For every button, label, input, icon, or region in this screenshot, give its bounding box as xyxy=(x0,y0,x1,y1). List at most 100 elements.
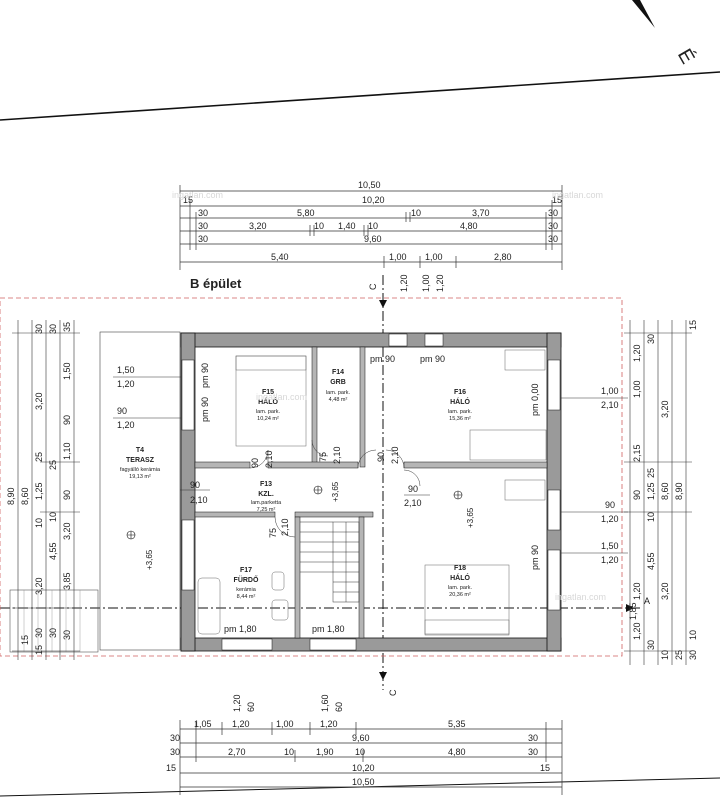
section-lines xyxy=(0,275,640,690)
bottom-dim: 10 xyxy=(355,747,365,757)
bottom-dim: 1,20 xyxy=(320,719,338,729)
right-dim: 10 xyxy=(660,650,670,660)
top-dim-overall: 10,50 xyxy=(358,180,381,190)
left-dim: 15 xyxy=(34,645,44,655)
bottom-dim: 1,90 xyxy=(316,747,334,757)
window-note: 1,50 xyxy=(117,365,135,375)
right-dim: 1,25 xyxy=(646,482,656,500)
door-swings xyxy=(249,439,421,538)
left-dim: 4,55 xyxy=(48,542,58,560)
left-dim: 3,20 xyxy=(34,392,44,410)
bottom-opening-dim: 60 xyxy=(246,702,256,712)
parapet-note: pm 0,00 xyxy=(530,383,540,416)
left-dim: 15 xyxy=(20,635,30,645)
svg-text:F18: F18 xyxy=(454,565,466,572)
parapet-note: pm 90 xyxy=(530,545,540,570)
door-note: 75 xyxy=(318,452,328,462)
room-f14: F14 GRB lam. park. 4,48 m² xyxy=(326,369,351,403)
svg-text:F15: F15 xyxy=(262,389,274,396)
door-note: 2,10 xyxy=(390,446,400,464)
left-dim: 10 xyxy=(34,518,44,528)
watermark: ingatlan.com xyxy=(555,592,606,602)
bottom-dim: 15 xyxy=(166,763,176,773)
top-dim: 10 xyxy=(368,221,378,231)
toilet-icon xyxy=(271,571,285,591)
window-note-lines xyxy=(113,376,628,554)
right-dim: 1,00 xyxy=(632,380,642,398)
svg-text:4,48 m²: 4,48 m² xyxy=(329,397,348,403)
right-dim: 10 xyxy=(646,512,656,522)
left-dim: 25 xyxy=(48,460,58,470)
window-note: 1,20 xyxy=(601,555,619,565)
door-note: 2,10 xyxy=(404,498,422,508)
room-f15: F15 HÁLÓ lam. park. 10,24 m² xyxy=(256,389,281,422)
top-dimension-lines xyxy=(179,185,563,270)
right-dim: 15 xyxy=(688,320,698,330)
top-dim: 5,80 xyxy=(297,208,315,218)
level-label: +3,65 xyxy=(145,549,154,570)
svg-text:HÁLÓ: HÁLÓ xyxy=(450,397,470,406)
level-label: +3,65 xyxy=(331,481,340,502)
bottom-dim: 10 xyxy=(284,747,294,757)
bottom-dim: 2,70 xyxy=(228,747,246,757)
window-note: 1,50 xyxy=(601,541,619,551)
top-opening-dim: 1,20 xyxy=(399,274,409,292)
left-dim: 10 xyxy=(48,512,58,522)
parapet-note: pm 1,80 xyxy=(224,624,257,634)
svg-text:lam. park.: lam. park. xyxy=(326,390,351,396)
top-dim: 3,20 xyxy=(249,221,267,231)
left-dim: 30 xyxy=(62,630,72,640)
window-note: 1,85 xyxy=(628,602,638,620)
svg-text:fagyálló kerámia: fagyálló kerámia xyxy=(120,467,161,473)
left-dim: 90 xyxy=(62,415,72,425)
bottom-dim: 30 xyxy=(170,747,180,757)
door-note: 90 xyxy=(190,480,200,490)
room-t4: T4 TERASZ fagyálló kerámia 19,13 m² xyxy=(120,447,161,480)
top-dim: 4,80 xyxy=(460,221,478,231)
door-note: 90 xyxy=(376,452,386,462)
section-arrow-icon xyxy=(379,300,387,308)
top-dim: 30 xyxy=(548,208,558,218)
bed-f18 xyxy=(424,564,510,636)
left-dim: 8,90 xyxy=(6,487,16,505)
left-dim: 90 xyxy=(62,490,72,500)
parapet-note: pm 90 xyxy=(200,397,210,422)
watermark: ingatlan.com xyxy=(256,392,307,402)
sink-icon xyxy=(271,599,289,621)
right-dim: 8,90 xyxy=(674,482,684,500)
right-dim: 30 xyxy=(646,640,656,650)
section-mark-a: A xyxy=(644,596,650,606)
left-dim: 3,20 xyxy=(62,522,72,540)
desk-f18 xyxy=(504,479,546,501)
bottom-dim: 5,35 xyxy=(448,719,466,729)
top-dim: 15 xyxy=(183,195,193,205)
window-note: 1,20 xyxy=(117,420,135,430)
bottom-dim: 9,60 xyxy=(352,733,370,743)
svg-text:10,24 m²: 10,24 m² xyxy=(257,416,279,422)
bottom-dim: 30 xyxy=(528,733,538,743)
svg-text:T4: T4 xyxy=(136,447,144,454)
top-dim: 10 xyxy=(411,208,421,218)
level-marker-icon xyxy=(126,485,463,540)
svg-text:lam. park.: lam. park. xyxy=(448,585,473,591)
terrace-rail xyxy=(9,589,99,653)
parapet-note: pm 1,80 xyxy=(312,624,345,634)
terrace-slab xyxy=(99,331,181,651)
door-note: 90 xyxy=(408,484,418,494)
bottom-opening-dim: 1,60 xyxy=(320,694,330,712)
top-dim: 15 xyxy=(552,195,562,205)
window-note: 1,00 xyxy=(601,386,619,396)
watermark: ingatlan.com xyxy=(552,190,603,200)
bottom-dim: 1,20 xyxy=(232,719,250,729)
room-f13: F13 KZL. lam.parketta 7,25 m² xyxy=(251,481,282,513)
right-dim: 30 xyxy=(688,650,698,660)
left-dim: 3,20 xyxy=(34,577,44,595)
left-dim: 30 xyxy=(48,324,58,334)
svg-text:lam. park.: lam. park. xyxy=(448,409,473,415)
top-dim: 10 xyxy=(314,221,324,231)
top-dim: 3,70 xyxy=(472,208,490,218)
svg-text:7,25 m²: 7,25 m² xyxy=(257,507,276,513)
right-dim: 90 xyxy=(632,490,642,500)
right-dim: 25 xyxy=(674,650,684,660)
